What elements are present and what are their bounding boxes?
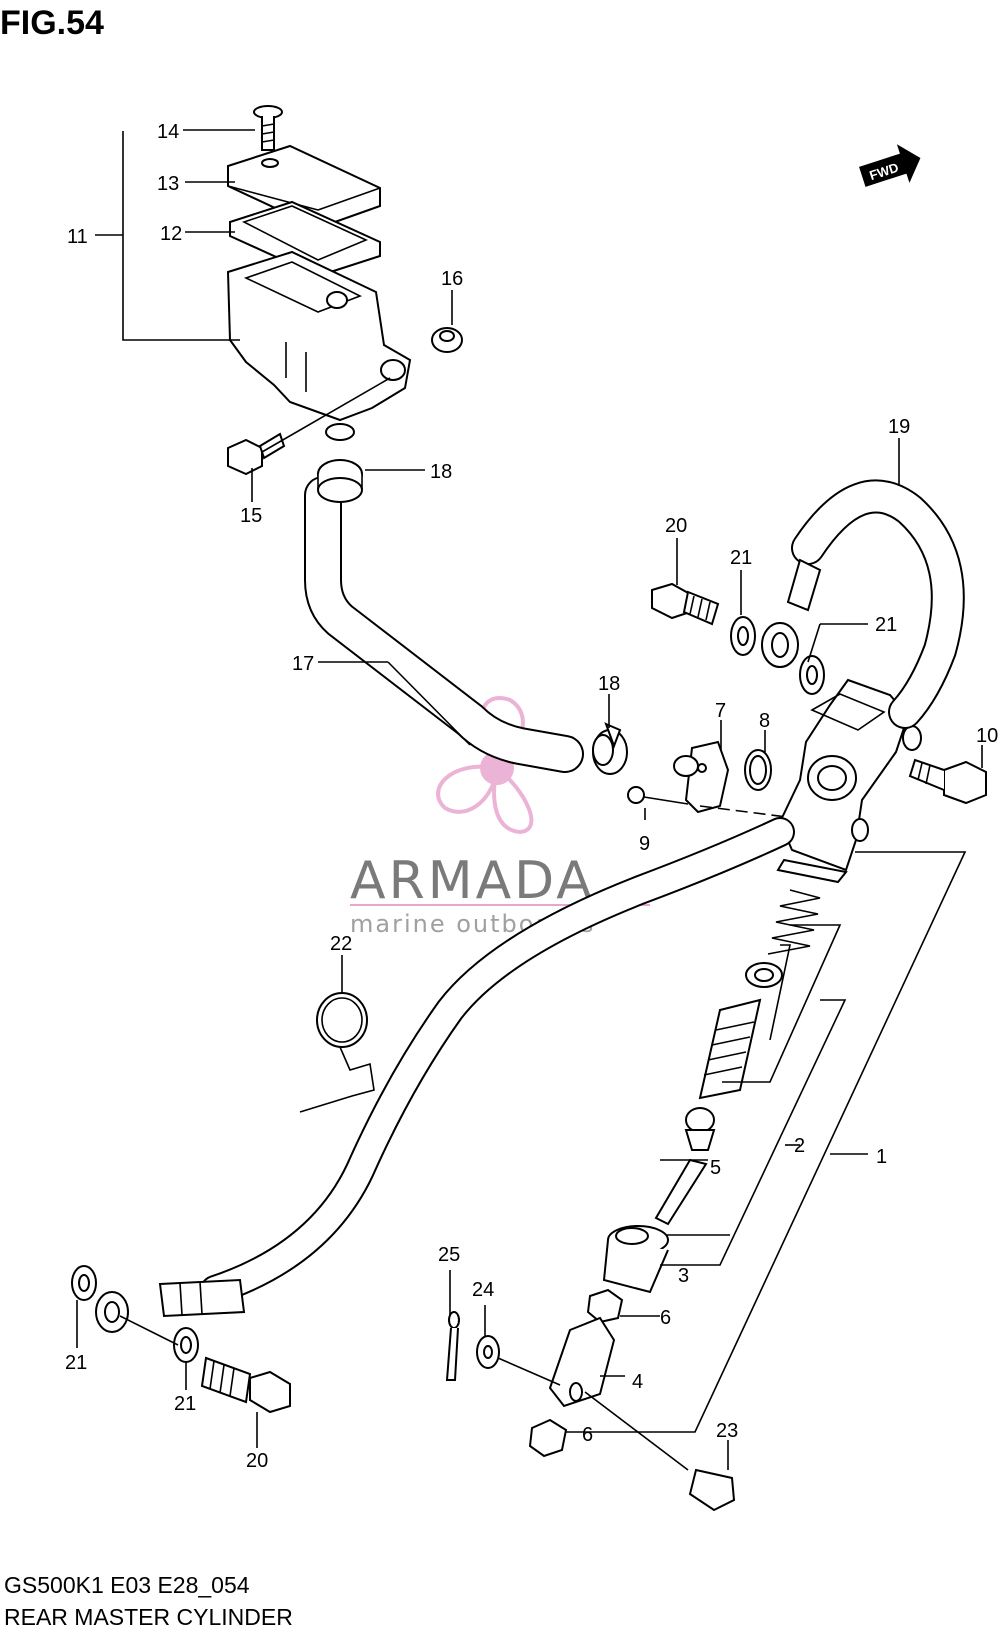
lock-nut-upper <box>586 1288 624 1324</box>
callout-6-upper: 6 <box>660 1307 671 1329</box>
callout-12: 12 <box>160 223 182 245</box>
primary-cup <box>745 962 783 988</box>
callout-1: 1 <box>876 1146 887 1168</box>
callout-14: 14 <box>157 121 179 143</box>
hose-clamp-clip <box>299 992 375 1113</box>
callout-6-lower: 6 <box>582 1424 593 1446</box>
lock-nut-lower <box>528 1418 568 1458</box>
callout-3: 3 <box>678 1265 689 1287</box>
callout-5: 5 <box>710 1157 721 1179</box>
callout-10: 10 <box>976 725 998 747</box>
hose-union-fitting <box>673 740 730 814</box>
washer-upper-b <box>799 655 825 695</box>
callout-21-a: 21 <box>730 547 752 569</box>
callout-8: 8 <box>759 710 770 732</box>
callout-13: 13 <box>157 173 179 195</box>
reservoir-diaphragm <box>229 200 381 278</box>
callout-labels: 1 2 3 4 5 6 6 7 8 9 10 11 12 13 14 15 16… <box>65 121 998 1472</box>
washer-24 <box>476 1335 561 1386</box>
callout-15: 15 <box>240 505 262 527</box>
mounting-bolt <box>227 377 391 476</box>
brake-hose-loop <box>761 479 965 729</box>
callout-20-lower: 20 <box>246 1450 268 1472</box>
o-ring <box>744 749 772 791</box>
diagram-caption: REAR MASTER CYLINDER <box>4 1604 293 1630</box>
reservoir-hose <box>304 423 584 773</box>
callout-23: 23 <box>716 1420 738 1442</box>
callout-18-upper: 18 <box>430 461 452 483</box>
push-rod <box>654 1107 716 1226</box>
watermark-brand: ARMADA <box>350 851 595 911</box>
reservoir-body <box>226 250 412 422</box>
washer-lower-a <box>71 1265 97 1301</box>
reservoir-screw <box>253 105 283 151</box>
hose-clamp-upper <box>317 459 363 503</box>
clevis-pin <box>584 1391 736 1512</box>
callout-7: 7 <box>715 700 726 722</box>
callout-9: 9 <box>639 833 650 855</box>
callout-18-lower: 18 <box>598 673 620 695</box>
callout-21-d: 21 <box>174 1393 196 1415</box>
brake-hose-long <box>95 817 795 1333</box>
callout-17: 17 <box>292 653 314 675</box>
banjo-bolt-upper <box>651 582 720 626</box>
rod-clevis <box>548 1316 616 1408</box>
hose-clamp-lower <box>592 722 628 775</box>
dust-boot <box>602 1225 669 1294</box>
callout-4: 4 <box>632 1371 643 1393</box>
callout-22: 22 <box>330 933 352 955</box>
callout-11: 11 <box>67 226 88 248</box>
callout-19: 19 <box>888 416 910 438</box>
master-cylinder-body <box>776 678 922 884</box>
banjo-bolt-lower <box>200 1356 291 1414</box>
callout-24: 24 <box>472 1279 494 1301</box>
reservoir-cap <box>227 144 381 230</box>
cotter-pin <box>445 1311 460 1381</box>
union-screw <box>627 786 796 819</box>
callout-21-b: 21 <box>875 614 897 636</box>
return-spring <box>767 889 821 955</box>
callout-2: 2 <box>794 1135 805 1157</box>
callout-20-upper: 20 <box>665 515 687 537</box>
callout-leaders <box>76 129 983 1470</box>
piston-cup-set <box>698 998 762 1100</box>
pivot-bolt <box>908 758 987 805</box>
fwd-arrow-icon: FWD <box>859 144 921 187</box>
callout-21-c: 21 <box>65 1352 87 1374</box>
washer-upper-a <box>730 616 756 656</box>
callout-16: 16 <box>441 268 463 290</box>
nut <box>431 327 463 353</box>
figure-title: FIG.54 <box>0 4 104 42</box>
model-code: GS500K1 E03 E28_054 <box>4 1572 250 1598</box>
callout-25: 25 <box>438 1244 460 1266</box>
